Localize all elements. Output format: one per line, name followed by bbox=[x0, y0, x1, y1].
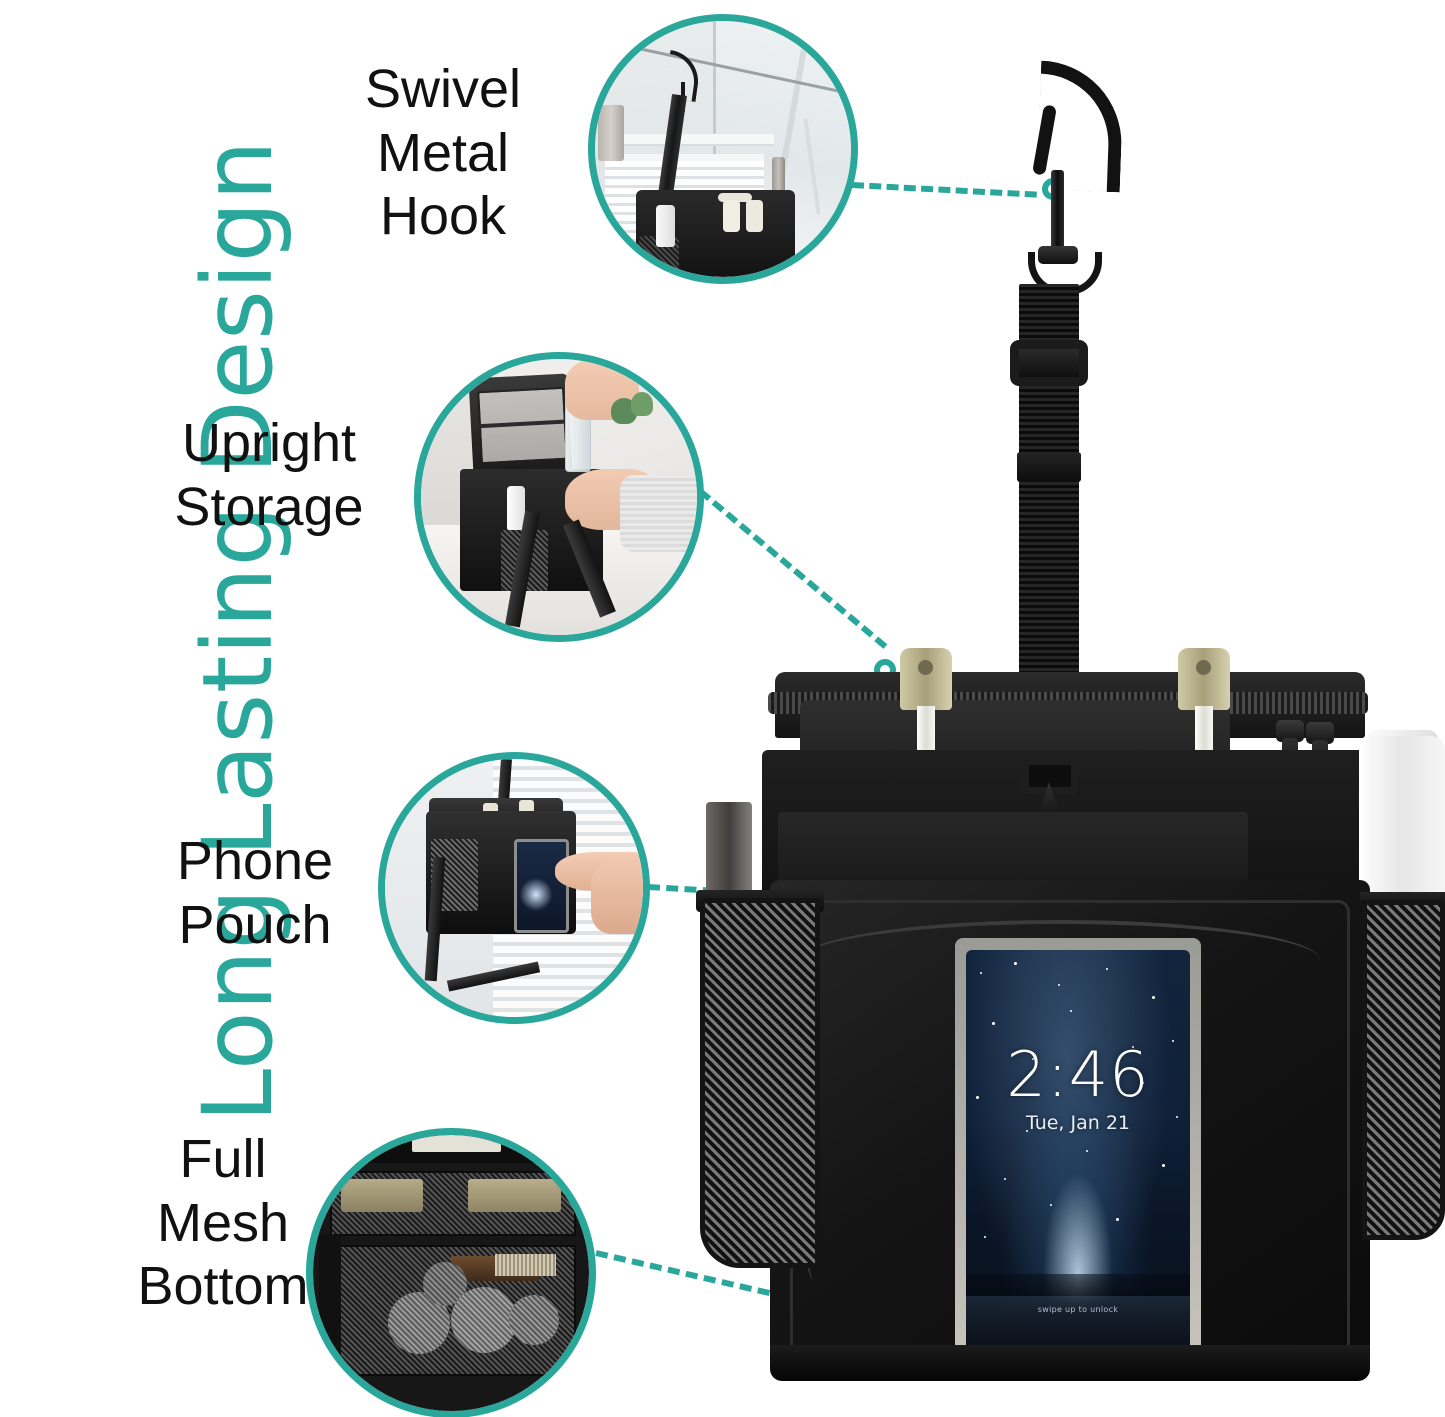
care-label-tag bbox=[412, 1135, 501, 1152]
round-tin bbox=[508, 1295, 559, 1346]
photo-phone-scene bbox=[385, 759, 643, 1017]
hand bbox=[591, 862, 643, 935]
glass-edge bbox=[712, 21, 716, 277]
feature-label-full-mesh-bottom: Full Mesh Bottom bbox=[137, 1129, 309, 1317]
feature-photo-full-mesh-bottom bbox=[306, 1128, 596, 1417]
razor-handle bbox=[706, 802, 752, 902]
photo-mesh-scene bbox=[313, 1135, 589, 1411]
dispenser-pump-cap bbox=[900, 648, 952, 710]
toiletry-bottle bbox=[746, 200, 764, 233]
hook-stem bbox=[1051, 170, 1064, 260]
glass-handle bbox=[771, 156, 785, 193]
front-zipper bbox=[800, 920, 1320, 960]
white-bottle bbox=[656, 205, 676, 248]
phone-clock-time: 2:46 bbox=[1006, 1038, 1150, 1111]
soap-bar bbox=[467, 1179, 562, 1213]
succulent-plant bbox=[630, 392, 653, 417]
phone-clock-date: Tue, Jan 21 bbox=[1025, 1112, 1131, 1134]
phone-screen-glow bbox=[519, 877, 553, 912]
feature-photo-upright-storage bbox=[414, 352, 704, 642]
phone-screen: 2:46 Tue, Jan 21 swipe up to unlock bbox=[966, 950, 1190, 1366]
zipper-pull-head bbox=[1276, 720, 1304, 742]
glass-hinge bbox=[597, 105, 624, 162]
feature-label-phone-pouch: Phone Pouch bbox=[176, 831, 334, 955]
feature-label-swivel-metal-hook: Swivel Metal Hook bbox=[364, 59, 522, 247]
bag-bottom-edge bbox=[770, 1345, 1370, 1381]
starfield bbox=[966, 950, 1190, 1366]
strap-adjuster-buckle bbox=[1010, 340, 1088, 386]
sweater-sleeve bbox=[619, 474, 697, 553]
connector-line-upright-storage bbox=[698, 488, 888, 649]
dispenser-pump-cap bbox=[1178, 648, 1230, 710]
dispenser-tops bbox=[717, 192, 752, 202]
strap-keeper-loop bbox=[1017, 452, 1081, 482]
right-mesh-pocket bbox=[1362, 900, 1445, 1240]
zipper-pull-head bbox=[1306, 722, 1334, 744]
page-title: Long Lasting Design bbox=[182, 139, 294, 1123]
connector-line-swivel-metal-hook bbox=[851, 182, 1037, 198]
photo-hook-scene bbox=[595, 21, 851, 277]
feature-photo-phone-pouch bbox=[378, 752, 650, 1024]
hair-brush bbox=[495, 1253, 556, 1276]
spray-bottle bbox=[506, 485, 525, 530]
phone-lock-hint: swipe up to unlock bbox=[1037, 1305, 1119, 1314]
feature-photo-swivel-metal-hook bbox=[588, 14, 858, 284]
round-tin bbox=[451, 1286, 517, 1353]
feature-label-upright-storage: Upright Storage bbox=[174, 413, 364, 537]
toiletry-bottle bbox=[723, 200, 740, 233]
photo-upright-scene bbox=[421, 359, 697, 635]
bag-side-panel bbox=[318, 1234, 341, 1384]
soap-bar bbox=[340, 1179, 424, 1213]
window-sill bbox=[605, 133, 775, 146]
white-bottle bbox=[1359, 736, 1445, 916]
left-mesh-pocket bbox=[700, 898, 820, 1268]
